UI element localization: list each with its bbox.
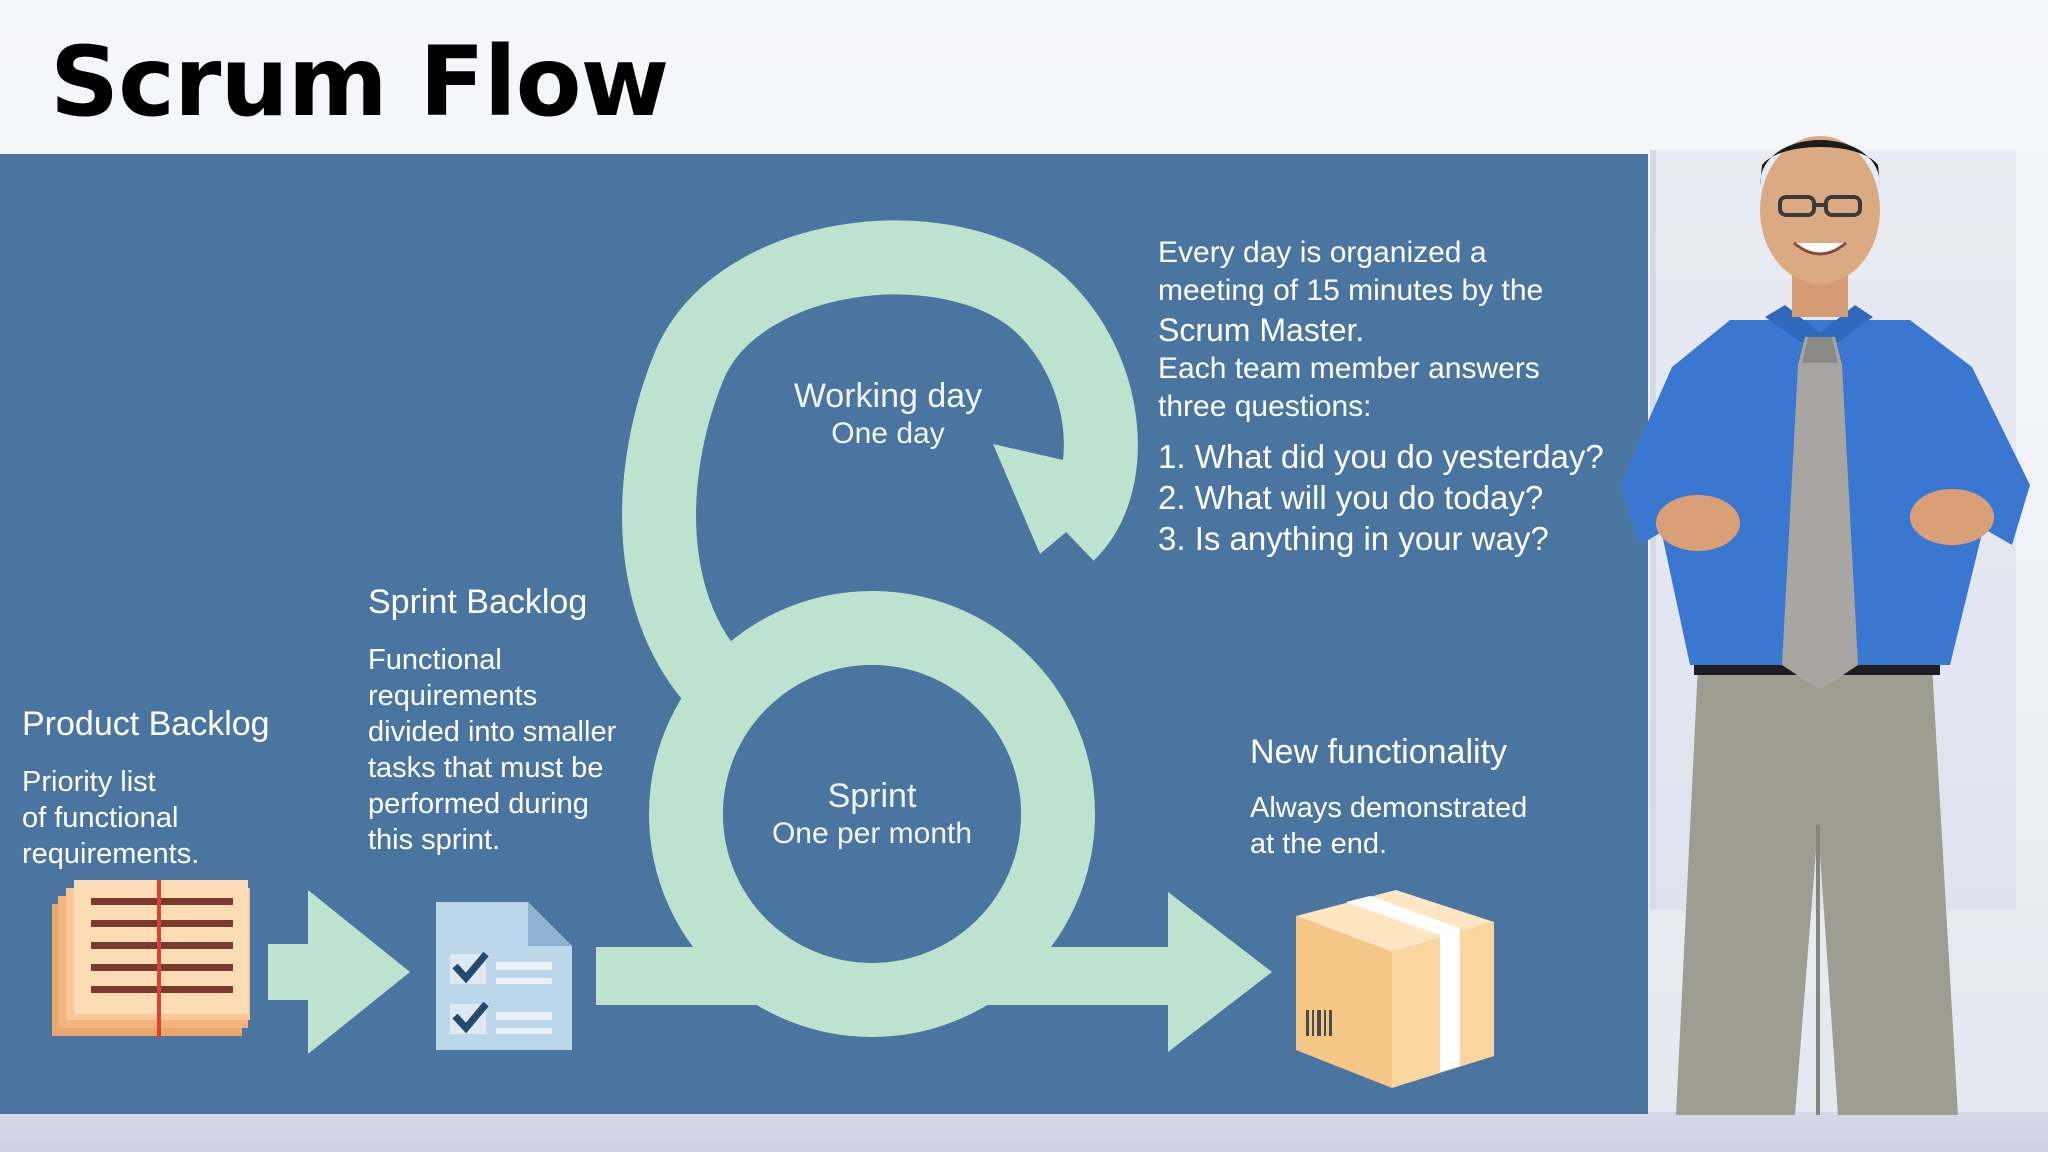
sprint-title: Sprint [827, 777, 917, 815]
sprint-backlog-description: Functional requirements divided into sma… [368, 642, 616, 858]
slide-title: Scrum Flow [50, 26, 669, 138]
new-functionality-heading: New functionality [1250, 733, 1508, 771]
new-functionality-line: at the end. [1250, 828, 1388, 860]
scrum-flow-graphic [52, 220, 1494, 1088]
sprint-backlog-heading: Sprint Backlog [368, 583, 588, 621]
working-day-title: Working day [793, 377, 983, 415]
working-day-subtitle: One day [831, 417, 945, 450]
daily-meeting-description: Every day is organized a meeting of 15 m… [1158, 234, 1604, 559]
daily-meeting-line: Each team member answers [1158, 352, 1540, 385]
product-backlog-heading: Product Backlog [22, 705, 270, 743]
product-backlog-line: requirements. [22, 838, 200, 870]
sprint-output-arrowhead [1168, 892, 1272, 1052]
working-day-arrowhead [993, 444, 1133, 554]
daily-question: 1. What did you do yesterday? [1158, 438, 1604, 475]
daily-question: 3. Is anything in your way? [1158, 520, 1549, 557]
box-icon [1296, 890, 1494, 1088]
new-functionality-line: Always demonstrated [1250, 792, 1528, 824]
sprint-backlog-line: tasks that must be [368, 752, 604, 784]
daily-meeting-line: three questions: [1158, 390, 1372, 423]
daily-meeting-line: Scrum Master. [1158, 312, 1365, 348]
scrum-diagram-panel: Product Backlog Priority list of functio… [0, 154, 1648, 1114]
backlog-arrow [268, 890, 410, 1054]
background-floor [0, 1112, 2048, 1152]
working-day-label: Working day One day [748, 376, 1028, 452]
sprint-backlog-line: this sprint. [368, 824, 501, 856]
sprint-label: Sprint One per month [732, 776, 1012, 852]
sprint-backlog-line: performed during [368, 788, 589, 820]
daily-meeting-line: meeting of 15 minutes by the [1158, 274, 1544, 307]
new-functionality-description: Always demonstrated at the end. [1250, 790, 1527, 862]
sprint-subtitle: One per month [771, 817, 973, 850]
presenter-image [1620, 136, 2030, 1115]
daily-meeting-line: Every day is organized a [1158, 236, 1487, 269]
checklist-icon [436, 902, 572, 1050]
product-backlog-line: Priority list [22, 766, 156, 798]
daily-question: 2. What will you do today? [1158, 479, 1544, 516]
product-backlog-line: of functional [22, 802, 179, 834]
working-day-loop [622, 220, 1138, 757]
sprint-backlog-line: Functional [368, 644, 502, 676]
product-backlog-description: Priority list of functional requirements… [22, 764, 199, 872]
sprint-backlog-line: divided into smaller [368, 716, 617, 748]
ledger-icon [52, 880, 250, 1038]
sprint-backlog-line: requirements [368, 680, 538, 712]
